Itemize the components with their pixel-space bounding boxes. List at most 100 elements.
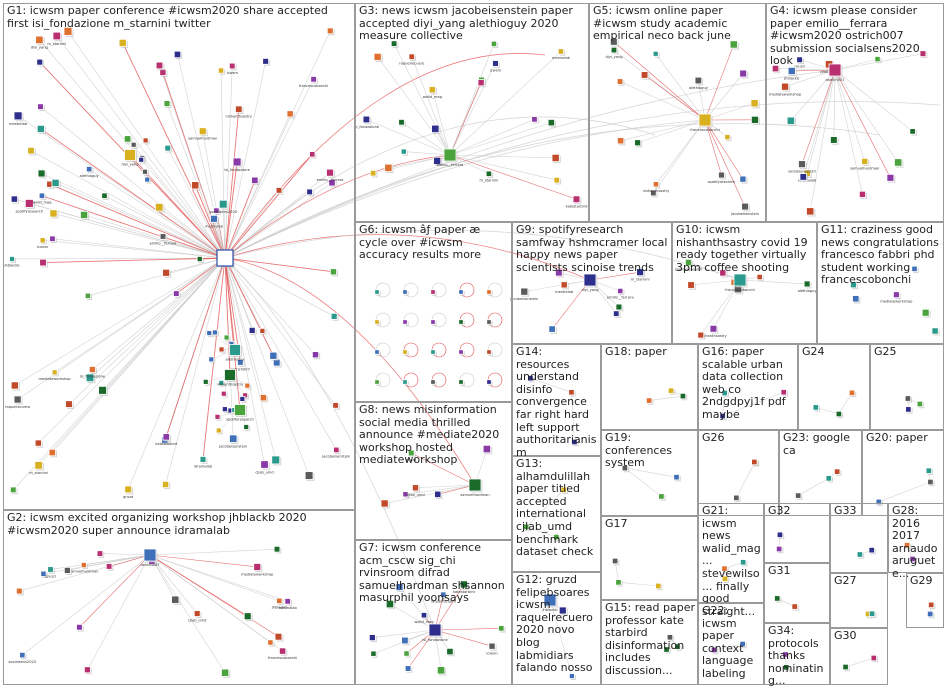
node-avatar[interactable] — [430, 319, 437, 326]
node-avatar[interactable] — [404, 665, 413, 673]
node-avatar[interactable] — [667, 387, 676, 395]
node-avatar[interactable] — [697, 331, 706, 340]
node-avatar[interactable] — [138, 156, 146, 164]
node-avatar[interactable]: jhblackb — [3, 256, 20, 267]
node-avatar[interactable] — [311, 351, 321, 360]
node-avatar[interactable]: gruzd — [45, 566, 56, 579]
node-avatar[interactable] — [173, 290, 181, 298]
node-avatar[interactable] — [431, 124, 441, 135]
node-avatar[interactable] — [223, 334, 231, 342]
node-avatar[interactable] — [719, 412, 727, 421]
node-avatar[interactable]: alethioguy — [689, 76, 709, 90]
node-avatar[interactable] — [390, 40, 399, 48]
node-avatar[interactable] — [173, 50, 183, 60]
node-avatar[interactable] — [739, 69, 749, 79]
node-avatar[interactable] — [612, 310, 621, 318]
node-avatar[interactable] — [795, 492, 803, 500]
node-avatar[interactable]: isi_fondazione — [354, 115, 380, 129]
node-avatar[interactable]: gruzd — [123, 485, 133, 499]
node-avatar[interactable]: mediateworkshop — [39, 369, 72, 381]
node-avatar[interactable] — [903, 542, 912, 550]
node-avatar[interactable] — [163, 100, 172, 109]
node-avatar[interactable]: katestarbird — [566, 195, 588, 209]
node-avatar[interactable]: ostrich007 — [140, 548, 160, 567]
node-avatar[interactable] — [221, 668, 231, 678]
node-avatar[interactable]: diyi_yang — [581, 273, 599, 292]
node-avatar[interactable]: jacobeisenstein — [321, 446, 350, 459]
node-avatar[interactable] — [868, 547, 876, 555]
node-avatar[interactable] — [218, 346, 226, 354]
node-avatar[interactable] — [568, 673, 576, 681]
node-avatar[interactable] — [326, 27, 335, 36]
node-avatar[interactable] — [911, 265, 919, 274]
node-avatar[interactable] — [870, 654, 879, 663]
node-avatar[interactable] — [309, 151, 317, 159]
node-avatar[interactable] — [834, 468, 842, 476]
node-avatar[interactable] — [259, 328, 267, 335]
node-avatar[interactable]: mediateworkshop — [880, 291, 913, 304]
node-avatar[interactable]: samuelhardman — [69, 562, 98, 574]
node-avatar[interactable] — [553, 533, 561, 542]
node-avatar[interactable]: spotifyresearch — [16, 199, 44, 213]
node-avatar[interactable]: ostrich007 — [825, 63, 845, 82]
node-avatar[interactable] — [739, 175, 748, 184]
node-avatar[interactable]: gruzd — [794, 56, 805, 69]
node-avatar[interactable] — [385, 599, 396, 610]
node-avatar[interactable] — [191, 181, 201, 191]
node-avatar[interactable] — [756, 273, 764, 282]
node-avatar[interactable] — [130, 141, 138, 149]
node-avatar[interactable] — [84, 292, 93, 300]
node-avatar[interactable]: nishanthsastry — [225, 105, 253, 119]
node-avatar[interactable]: raquelrecuero — [431, 591, 456, 604]
node-avatar[interactable] — [196, 256, 204, 264]
node-avatar[interactable] — [144, 176, 152, 184]
node-avatar[interactable]: mediateworkshop — [769, 82, 802, 96]
node-avatar[interactable]: idramalab — [194, 456, 213, 468]
node-avatar[interactable] — [39, 258, 48, 268]
node-avatar[interactable] — [904, 395, 913, 403]
node-avatar[interactable] — [269, 351, 279, 361]
node-avatar[interactable] — [825, 475, 834, 483]
node-avatar[interactable] — [458, 379, 465, 386]
node-avatar[interactable] — [85, 373, 96, 384]
node-avatar[interactable]: samuelhardman — [850, 157, 879, 171]
node-avatar[interactable] — [927, 610, 935, 619]
node-avatar[interactable]: nishanthsastry — [700, 324, 728, 338]
node-avatar[interactable]: emilio__ferrara — [437, 148, 464, 167]
node-avatar[interactable]: katestarbird — [453, 580, 475, 594]
node-avatar[interactable]: emilio__ferrara — [150, 233, 177, 246]
node-avatar[interactable] — [739, 640, 747, 649]
node-avatar[interactable] — [666, 634, 675, 642]
node-avatar[interactable] — [663, 646, 671, 654]
node-avatar[interactable] — [650, 189, 658, 198]
node-avatar[interactable] — [477, 79, 486, 88]
node-avatar[interactable] — [398, 119, 406, 127]
node-avatar[interactable]: icwsm — [227, 62, 239, 75]
node-avatar[interactable] — [856, 551, 865, 559]
node-avatar[interactable] — [721, 565, 729, 573]
node-avatar[interactable] — [776, 531, 785, 540]
node-avatar[interactable] — [36, 58, 45, 67]
node-avatar[interactable] — [217, 67, 226, 75]
node-avatar[interactable] — [395, 583, 405, 593]
node-avatar[interactable] — [729, 40, 739, 50]
node-avatar[interactable] — [905, 406, 913, 414]
node-avatar[interactable] — [267, 639, 275, 647]
node-avatar[interactable] — [37, 103, 45, 112]
node-avatar[interactable] — [63, 27, 74, 37]
node-avatar[interactable]: mestrelab — [9, 111, 28, 126]
node-avatar[interactable] — [101, 192, 109, 200]
node-avatar[interactable]: jacobeisenstein — [218, 434, 247, 448]
node-avatar[interactable] — [830, 136, 839, 145]
node-avatar[interactable]: cjlab_umd — [188, 610, 206, 623]
node-avatar[interactable] — [433, 156, 443, 166]
node-avatar[interactable] — [96, 550, 105, 558]
node-avatar[interactable]: jhblackb — [271, 597, 288, 610]
node-avatar[interactable] — [568, 389, 576, 397]
node-avatar[interactable]: spotifyresearch — [675, 258, 703, 272]
node-avatar[interactable]: nishanthsastry — [217, 369, 244, 387]
node-avatar[interactable] — [655, 582, 663, 591]
node-avatar[interactable] — [886, 173, 896, 183]
node-avatar[interactable]: mediateworkshop — [241, 563, 274, 577]
node-avatar[interactable]: jacobeisenstein — [730, 202, 759, 216]
